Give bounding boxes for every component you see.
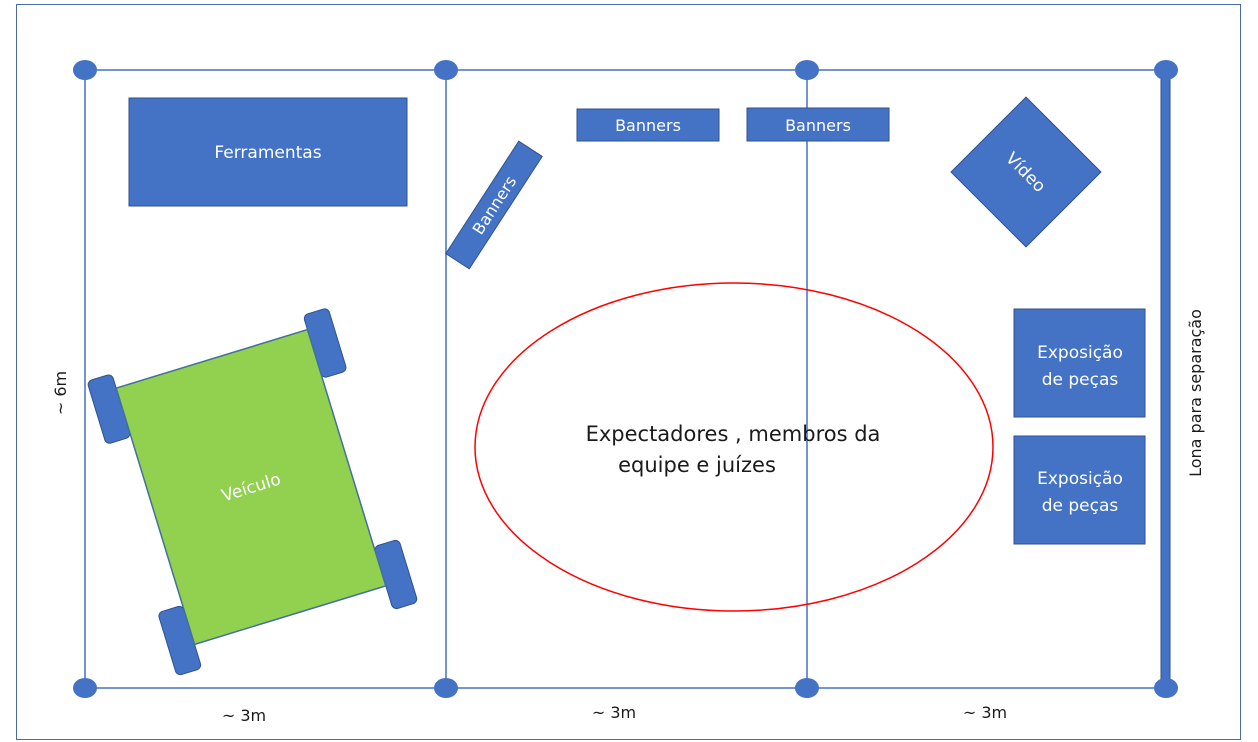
exposicao-1-line1: Exposição bbox=[1037, 343, 1123, 363]
post-dot bbox=[73, 678, 97, 698]
lona-bar bbox=[1160, 69, 1171, 689]
ferramentas-label: Ferramentas bbox=[214, 143, 321, 163]
post-dot bbox=[73, 60, 97, 80]
exposicao-2-line1: Exposição bbox=[1037, 469, 1123, 489]
post-dot bbox=[434, 60, 458, 80]
post-dot bbox=[795, 60, 819, 80]
post-dot bbox=[1154, 60, 1178, 80]
video-box: Vídeo bbox=[950, 96, 1102, 248]
banners-label-1: Banners bbox=[615, 116, 681, 135]
post-dot bbox=[1154, 678, 1178, 698]
banners-tilted-box: Banners bbox=[445, 140, 543, 270]
exposicao-box-2: Exposição de peças bbox=[1013, 435, 1146, 545]
post-dots bbox=[73, 60, 1178, 698]
ferramentas-box: Ferramentas bbox=[128, 97, 408, 207]
banners-label-2: Banners bbox=[785, 116, 851, 135]
height-dimension: ~ 6m bbox=[51, 371, 70, 415]
spectator-label-line1: Expectadores , membros da bbox=[586, 422, 881, 446]
width-dimension-1: ~ 3m bbox=[222, 706, 266, 725]
exposicao-box-1: Exposição de peças bbox=[1013, 308, 1146, 418]
post-dot bbox=[795, 678, 819, 698]
vehicle-body bbox=[115, 328, 387, 646]
vehicle: Veículo bbox=[87, 308, 418, 676]
exposicao-2-line2: de peças bbox=[1042, 496, 1119, 516]
banners-box-1: Banners bbox=[576, 108, 720, 142]
banners-box-2: Banners bbox=[746, 107, 890, 142]
post-dot bbox=[434, 678, 458, 698]
width-dimension-2: ~ 3m bbox=[592, 703, 636, 722]
width-dimension-3: ~ 3m bbox=[963, 703, 1007, 722]
lona-label: Lona para separação bbox=[1186, 309, 1205, 477]
diagram-frame bbox=[16, 4, 1241, 740]
spectator-label-line2: equipe e juízes bbox=[618, 453, 776, 477]
exposicao-1-line2: de peças bbox=[1042, 370, 1119, 390]
spectator-area: Expectadores , membros da equipe e juíze… bbox=[474, 282, 994, 612]
